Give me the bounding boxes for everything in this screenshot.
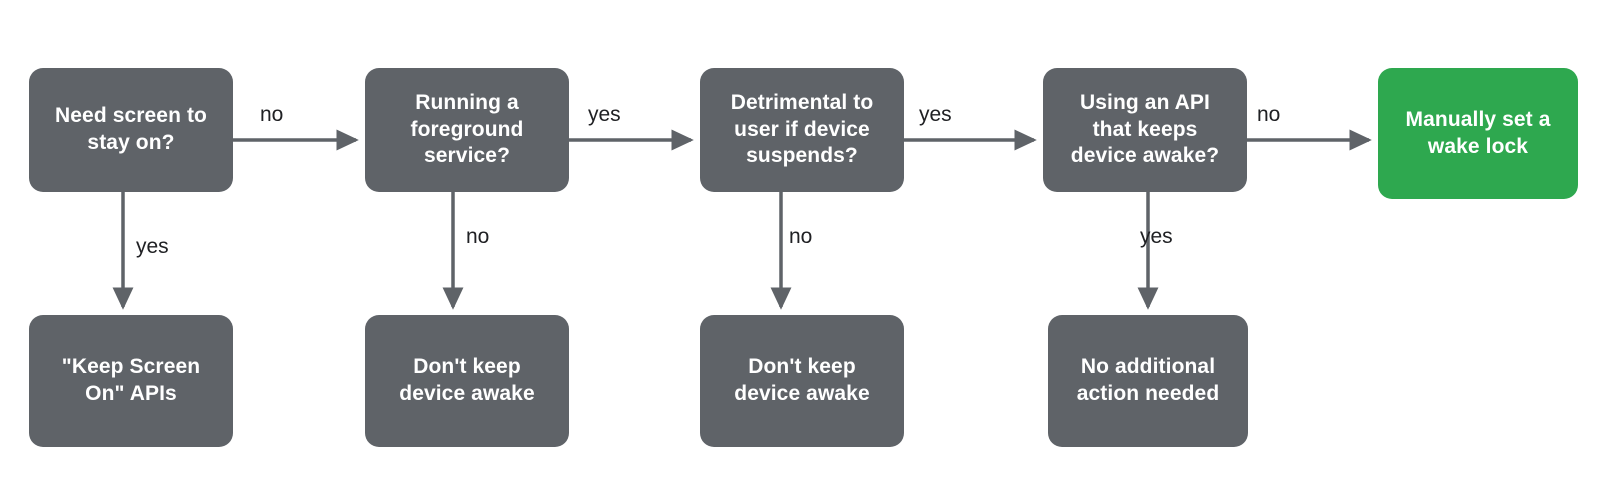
edge-label-detrimental-yes: yes (919, 103, 952, 126)
node-using-api-that-keeps-device-awake[interactable]: Using an API that keeps device awake? (1043, 68, 1247, 192)
edge-label-detrimental-no: no (789, 225, 813, 248)
node-manually-set-a-wake-lock[interactable]: Manually set a wake lock (1378, 68, 1578, 199)
edge-label-api-keeps-awake-no: no (1257, 103, 1281, 126)
edge-label-need-screen-on-no: no (260, 103, 284, 126)
node-no-additional-action-needed[interactable]: No additional action needed (1048, 315, 1248, 447)
edge-label-foreground-service-no: no (466, 225, 490, 248)
node-need-screen-on[interactable]: Need screen to stay on? (29, 68, 233, 192)
edge-label-foreground-service-yes: yes (588, 103, 621, 126)
node-detrimental-to-user-if-device-suspends[interactable]: Detrimental to user if device suspends? (700, 68, 904, 192)
edge-label-need-screen-on-yes: yes (136, 235, 169, 258)
node-keep-screen-on-apis[interactable]: "Keep Screen On" APIs (29, 315, 233, 447)
node-dont-keep-device-awake-2[interactable]: Don't keep device awake (700, 315, 904, 447)
node-running-foreground-service[interactable]: Running a foreground service? (365, 68, 569, 192)
node-dont-keep-device-awake-1[interactable]: Don't keep device awake (365, 315, 569, 447)
edge-label-api-keeps-awake-yes: yes (1140, 225, 1173, 248)
